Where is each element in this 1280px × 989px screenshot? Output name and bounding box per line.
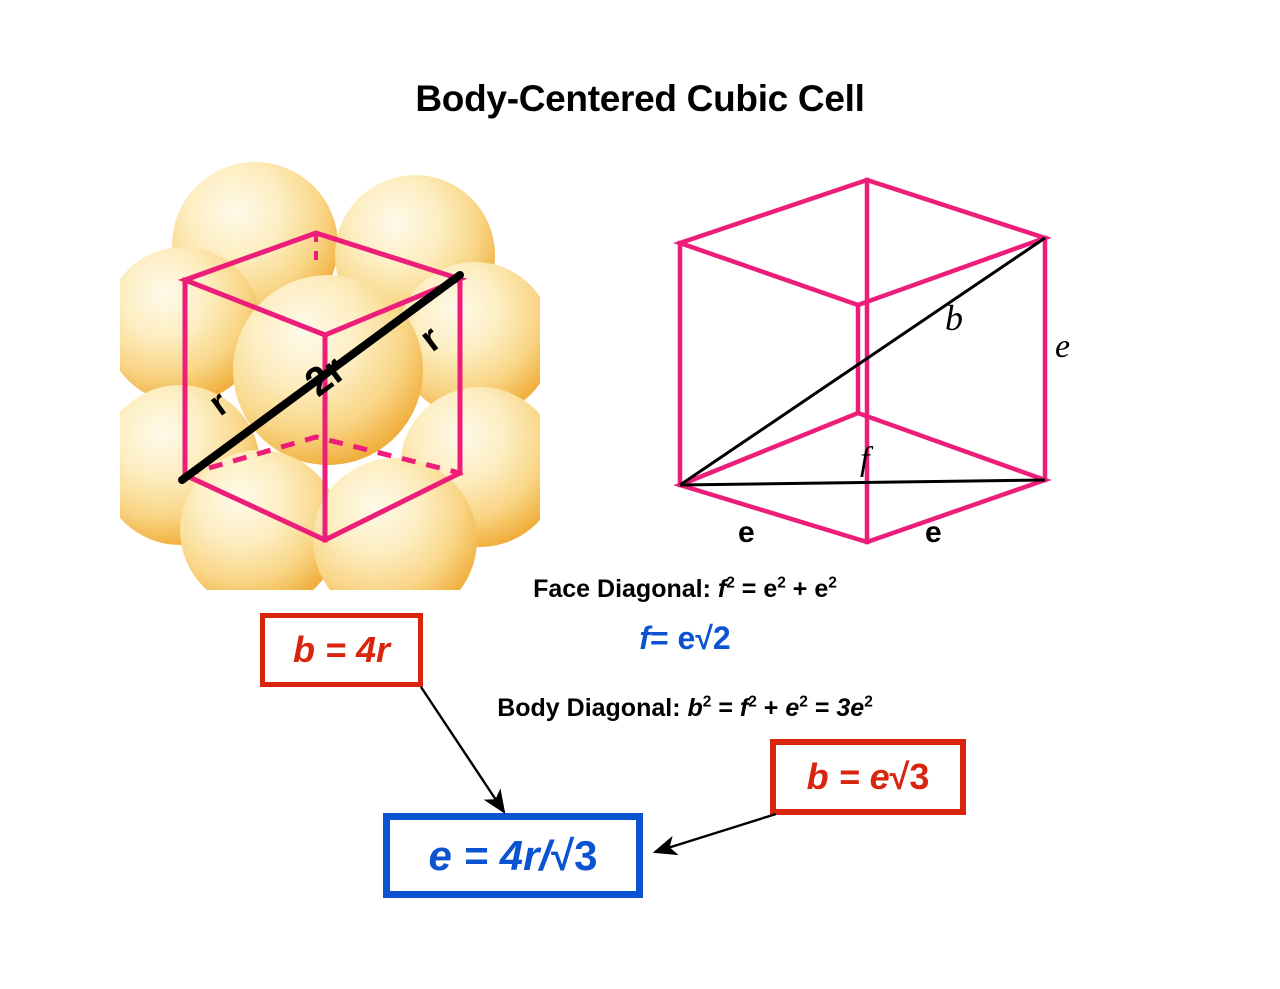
label-e-bottom-left: e [738, 516, 755, 549]
face-diagonal-f-line [679, 478, 1046, 487]
box1-op: = 4 [314, 629, 377, 670]
bd-eq-1: = [711, 694, 740, 722]
face-diagonal-f: f [717, 575, 727, 603]
sphere-group-front [120, 385, 540, 590]
arrow-besqrt3-to-result [652, 812, 777, 856]
box2-lhs: b [806, 756, 829, 797]
formula-box-b-equals-4r: b = 4r [260, 613, 423, 687]
face-diagonal-label: Face Diagonal [533, 575, 703, 603]
label-e-bottom-right: e [925, 516, 942, 549]
exp-e-sq-4: 2 [864, 693, 873, 711]
cube-diagonal-figure: b f e e e [673, 177, 1070, 549]
bd-plus: + [756, 694, 786, 722]
face-diagonal-tail: + e [785, 575, 829, 603]
result-eq: = e [649, 620, 696, 656]
face-diagonal-result: f= e√2 [0, 620, 1280, 657]
colon-2: : [672, 694, 688, 722]
formula-box-e-equals-4r-over-sqrt3: e = 4r/√3 [383, 813, 643, 898]
page-title: Body-Centered Cubic Cell [415, 78, 865, 119]
label-f: f [860, 441, 874, 478]
box1-lhs: b [292, 629, 315, 670]
exp-e-sq-3: 2 [799, 693, 808, 711]
face-diagonal-mid: = e [734, 575, 778, 603]
sqrt-2: √2 [695, 620, 731, 656]
label-b: b [945, 298, 963, 338]
bd-b: b [687, 694, 703, 722]
box2-op: = e [828, 756, 890, 797]
bd-e: e [785, 694, 800, 722]
colon-1: : [702, 575, 718, 603]
bd-eq-2: = [807, 694, 837, 722]
box3-rhs: r/ [523, 831, 552, 879]
body-diagonal-label: Body Diagonal [497, 694, 673, 722]
unit-cell-hidden-edges [184, 434, 461, 478]
box3-op: = 4 [451, 831, 524, 879]
bd-3e: 3e [836, 694, 865, 722]
exp-e-sq-2: 2 [828, 574, 837, 592]
exp-b-sq: 2 [702, 693, 712, 711]
exp-f-sq-2: 2 [748, 693, 757, 711]
box3-root: √3 [551, 831, 598, 879]
bd-f: f [739, 694, 749, 722]
box2-root: √3 [889, 756, 930, 797]
label-e-right: e [1055, 328, 1070, 365]
exp-f-sq: 2 [726, 574, 735, 592]
box3-lhs: e [428, 831, 452, 879]
bcc-sphere-packing-figure: r 2r r [120, 162, 540, 590]
formula-box-b-equals-e-sqrt3: b = e√3 [770, 739, 966, 815]
exp-e-sq-1: 2 [777, 574, 786, 592]
result-f: f [639, 620, 650, 656]
body-diagonal-b-line [679, 236, 1046, 487]
box1-rhs: r [376, 629, 391, 670]
body-diagonal-line [178, 271, 464, 484]
sphere-group-back [120, 162, 540, 418]
body-diagonal-equation: Body Diagonal: b2 = f2 + e2 = 3e2 [0, 694, 1280, 723]
face-diagonal-equation: Face Diagonal: f2 = e2 + e2 [0, 575, 1280, 604]
